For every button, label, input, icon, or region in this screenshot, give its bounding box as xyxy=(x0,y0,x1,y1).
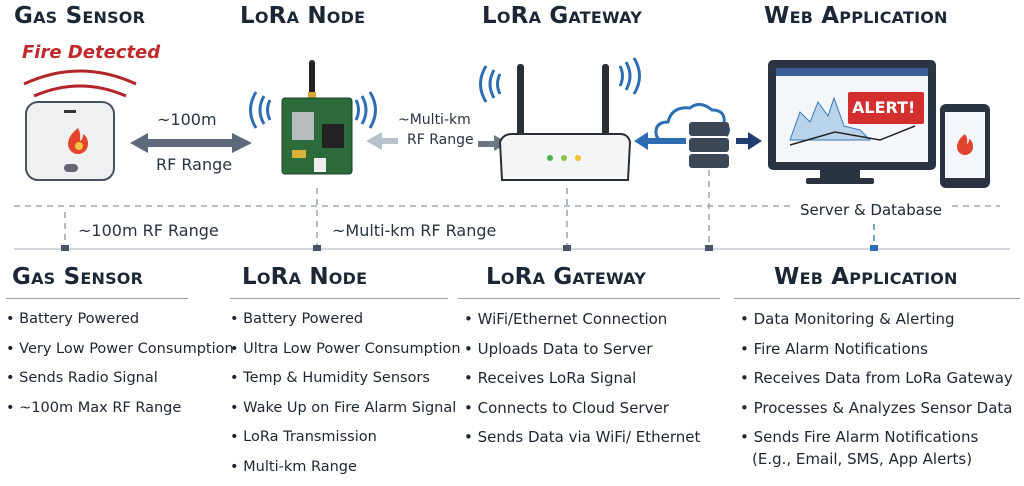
wireless-signal-icon xyxy=(249,57,641,129)
list-item: LoRa Transmission xyxy=(230,427,448,457)
phone-icon xyxy=(940,104,990,188)
heading-gas-sensor: Gas Sensor xyxy=(14,3,146,29)
lora-node-board xyxy=(281,60,353,175)
range-multi-km-rf: ~Multi-km RF Range xyxy=(332,221,497,240)
alarm-wave-icon xyxy=(23,69,137,98)
divider xyxy=(458,298,720,299)
divider xyxy=(6,298,188,299)
timeline-dashes xyxy=(14,170,1000,246)
column-gas-sensor: Gas Sensor Battery Powered Very Low Powe… xyxy=(6,264,234,428)
list-item: Uploads Data to Server xyxy=(464,339,720,369)
heading-web-application: Web Application xyxy=(764,3,948,29)
gas-sensor-device xyxy=(25,101,115,181)
column-title: LoRa Gateway xyxy=(486,264,646,290)
range-label-100m: ~100m xyxy=(157,110,217,129)
list-item: Sends Data via WiFi/ Ethernet xyxy=(464,427,720,457)
fire-detected-label: Fire Detected xyxy=(22,42,161,63)
fire-icon xyxy=(68,128,88,154)
list-item: (E.g., Email, SMS, App Alerts) xyxy=(752,450,973,468)
list-item: Data Monitoring & Alerting xyxy=(740,309,1020,339)
list-item: Battery Powered xyxy=(230,309,448,339)
range-label-rf: RF Range xyxy=(156,155,233,174)
server-database-label: Server & Database xyxy=(800,201,942,219)
range-label-rf-2: RF Range xyxy=(407,132,474,148)
bidirectional-arrow-100m xyxy=(130,133,252,153)
heading-lora-gateway: LoRa Gateway xyxy=(482,3,642,29)
column-lora-node: LoRa Node Battery Powered Ultra Low Powe… xyxy=(230,264,461,486)
column-lora-gateway: LoRa Gateway WiFi/Ethernet Connection Up… xyxy=(458,264,720,457)
list-item: Multi-km Range xyxy=(230,457,448,486)
list-item: Receives Data from LoRa Gateway xyxy=(740,368,1020,398)
list-item: Sends Fire Alarm Notifications xyxy=(740,427,1020,449)
server-icon xyxy=(689,122,729,168)
list-item: WiFi/Ethernet Connection xyxy=(464,309,720,339)
range-label-multi-km: ~Multi-km xyxy=(398,112,471,128)
list-item: Ultra Low Power Consumption xyxy=(230,339,460,369)
list-item: Temp & Humidity Sensors xyxy=(230,368,448,398)
list-item: Fire Alarm Notifications xyxy=(740,339,1020,369)
range-100m-rf: ~100m RF Range xyxy=(78,221,219,240)
list-item: Connects to Cloud Server xyxy=(464,398,720,428)
alert-badge xyxy=(848,92,924,124)
divider xyxy=(734,298,1020,299)
list-item: Processes & Analyzes Sensor Data xyxy=(740,398,1020,428)
list-item: Very Low Power Consumption xyxy=(6,339,234,369)
heading-lora-node: LoRa Node xyxy=(240,3,366,29)
list-item: Battery Powered xyxy=(6,309,188,339)
list-item: Receives LoRa Signal xyxy=(464,368,720,398)
monitor-icon xyxy=(768,60,936,184)
arrow-left-icon xyxy=(634,132,686,150)
alert-text: ALERT! xyxy=(852,98,916,117)
lora-gateway-router xyxy=(498,64,632,181)
column-title: LoRa Node xyxy=(242,264,368,290)
divider xyxy=(230,298,448,299)
column-title: Gas Sensor xyxy=(12,264,144,290)
illustrations xyxy=(14,57,1010,251)
timeline-markers xyxy=(61,245,878,251)
arrow-right-icon xyxy=(736,132,762,150)
list-item: ~100m Max RF Range xyxy=(6,398,188,428)
list-item: Sends Radio Signal xyxy=(6,368,188,398)
column-title: Web Application xyxy=(774,264,958,290)
column-web-application: Web Application Data Monitoring & Alerti… xyxy=(734,264,1020,479)
list-item: Wake Up on Fire Alarm Signal xyxy=(230,398,456,428)
